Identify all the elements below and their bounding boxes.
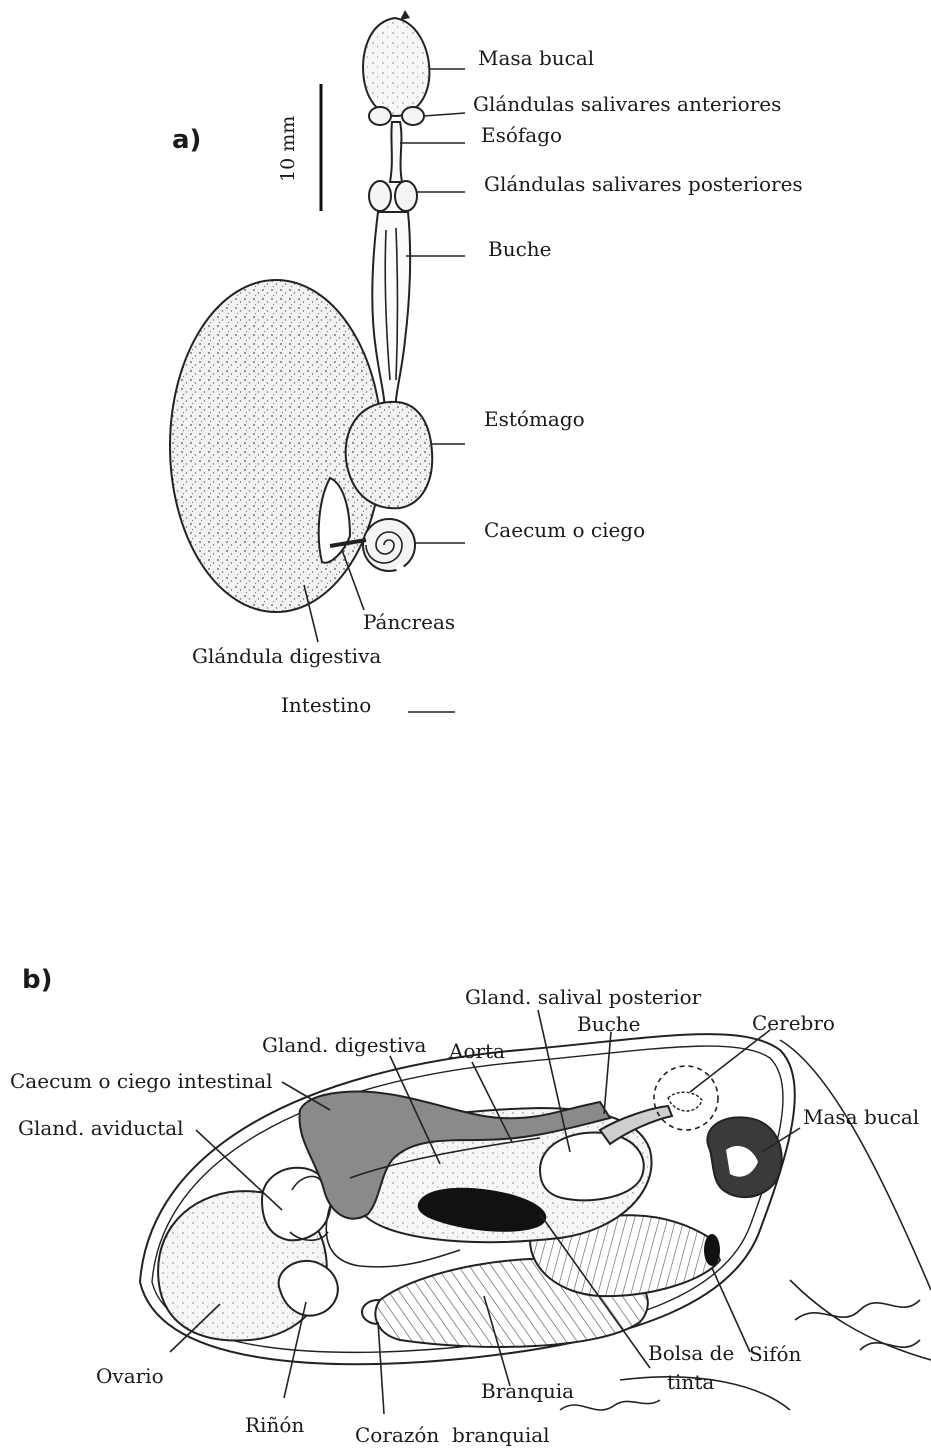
label-gland-digestiva-b: Gland. digestiva xyxy=(262,1033,427,1057)
label-ovario: Ovario xyxy=(96,1364,164,1388)
label-gland-aviductal: Gland. aviductal xyxy=(18,1116,184,1140)
panel-b-label: b) xyxy=(22,965,53,995)
leader-buche-b xyxy=(604,1032,611,1114)
label-cerebro: Cerebro xyxy=(752,1011,835,1035)
label-esofago: Esófago xyxy=(481,123,562,147)
posterior-salivary-gland-right xyxy=(395,181,417,211)
label-buche-b: Buche xyxy=(577,1012,641,1036)
leader-cerebro xyxy=(690,1030,770,1092)
scale-bar-label: 10 mm xyxy=(277,116,299,182)
label-buche-a: Buche xyxy=(488,237,552,261)
panel-a-label: a) xyxy=(172,125,201,155)
stomach-a xyxy=(346,402,433,508)
leader-sifon xyxy=(712,1268,750,1352)
arm-wave-2 xyxy=(860,1340,920,1350)
esophagus-a xyxy=(390,122,402,182)
leader-gland-sal-ant xyxy=(424,113,465,116)
caecum-a xyxy=(363,519,415,571)
brain-core xyxy=(668,1092,702,1111)
head-outline-lower xyxy=(790,1280,931,1360)
label-gland-digestiva-a: Glándula digestiva xyxy=(192,644,381,668)
label-caecum-b: Caecum o ciego intestinal xyxy=(10,1069,273,1093)
crop-a xyxy=(372,212,410,410)
beak-tip xyxy=(400,10,410,20)
label-bolsa-de: Bolsa de xyxy=(648,1341,734,1365)
label-gland-salival-post-b: Gland. salival posterior xyxy=(465,985,702,1009)
siphon-opening xyxy=(704,1234,720,1266)
panel-b: b) xyxy=(10,965,931,1447)
label-pancreas: Páncreas xyxy=(363,610,455,634)
label-sifon: Sifón xyxy=(749,1342,802,1366)
label-aorta: Aorta xyxy=(448,1039,505,1063)
arm-wave-1 xyxy=(795,1300,920,1320)
label-branquial: branquial xyxy=(452,1423,550,1447)
anterior-salivary-gland-right xyxy=(402,107,424,125)
head-outline-upper xyxy=(780,1040,931,1290)
label-tinta: tinta xyxy=(667,1370,714,1394)
posterior-salivary-gland-b xyxy=(540,1133,644,1201)
label-corazon: Corazón xyxy=(355,1423,439,1447)
leader-corazon xyxy=(378,1322,384,1414)
arm-wave-3 xyxy=(560,1400,660,1410)
label-masa-bucal-b: Masa bucal xyxy=(803,1105,919,1129)
buccal-mass-a xyxy=(363,18,429,116)
label-intestino: Intestino xyxy=(281,693,371,717)
label-caecum-a: Caecum o ciego xyxy=(484,518,645,542)
label-rinon: Riñón xyxy=(245,1413,304,1437)
label-estomago: Estómago xyxy=(484,407,585,431)
label-masa-bucal-a: Masa bucal xyxy=(478,46,594,70)
label-gland-sal-post: Glándulas salivares posteriores xyxy=(484,172,803,196)
posterior-salivary-gland-left xyxy=(369,181,391,211)
anterior-salivary-gland-left xyxy=(369,107,391,125)
label-gland-sal-ant: Glándulas salivares anteriores xyxy=(473,92,781,116)
label-branquia: Branquia xyxy=(481,1379,574,1403)
panel-a: a) 10 mm xyxy=(170,10,803,890)
